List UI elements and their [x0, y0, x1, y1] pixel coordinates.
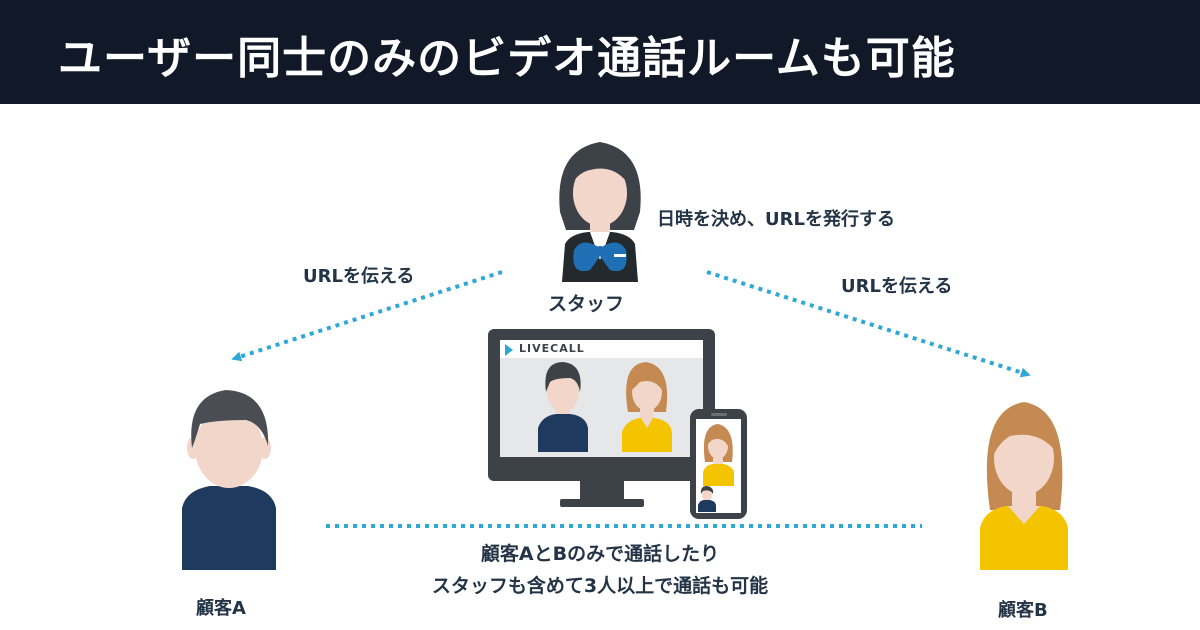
livecall-brand-text: LIVECALL	[519, 342, 585, 355]
monitor-illustration	[488, 329, 715, 507]
staff-action-text: 日時を決め、URLを発行する	[657, 209, 895, 230]
customer-a-label: 顧客A	[196, 598, 246, 619]
livecall-logo-icon	[505, 344, 513, 356]
page-title: ユーザー同士のみのビデオ通話ルームも可能	[58, 33, 956, 84]
phone-illustration	[690, 409, 747, 519]
arrow-to-customer-a	[231, 270, 503, 362]
customer-a-icon	[182, 390, 276, 570]
arrow-right-label: URLを伝える	[841, 276, 953, 297]
customer-b-icon	[980, 402, 1068, 570]
caption-line-2: スタッフも含めて3人以上で通話も可能	[431, 575, 769, 597]
staff-icon	[559, 142, 641, 282]
caption-line-1: 顧客AとBのみで通話したり	[480, 543, 720, 565]
arrow-left-label: URLを伝える	[303, 266, 415, 287]
arrow-to-customer-b	[706, 270, 1031, 378]
staff-label: スタッフ	[548, 293, 625, 315]
header-bar: ユーザー同士のみのビデオ通話ルームも可能	[0, 0, 1200, 104]
customer-b-label: 顧客B	[998, 600, 1048, 621]
